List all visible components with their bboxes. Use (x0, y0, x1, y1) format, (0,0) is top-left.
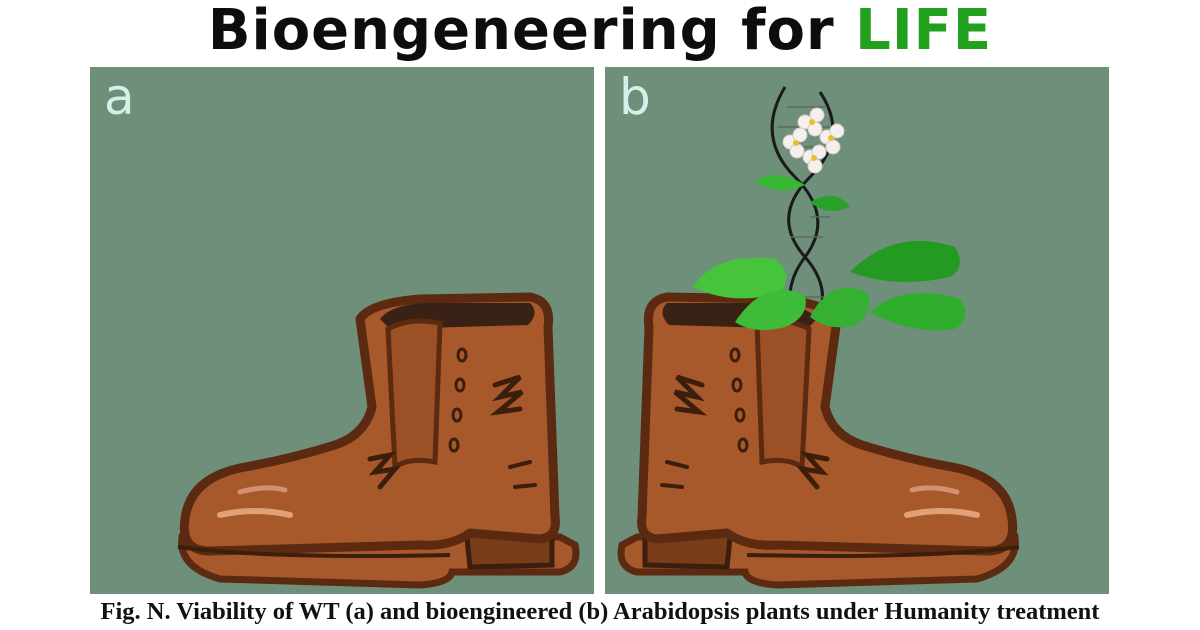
title-main: Bioengeneering for (207, 0, 835, 63)
panel-a: a (90, 67, 594, 594)
figure-caption: Fig. N. Viability of WT (a) and bioengin… (100, 598, 1100, 625)
boot-with-plant-icon (617, 86, 1020, 589)
boot-icon (177, 292, 580, 589)
panel-label-b: b (619, 68, 651, 126)
page-title: Bioengeneering for LIFE (0, 0, 1200, 62)
title-accent: LIFE (855, 0, 993, 63)
panel-label-a: a (104, 68, 135, 126)
panel-b: b (605, 67, 1109, 594)
